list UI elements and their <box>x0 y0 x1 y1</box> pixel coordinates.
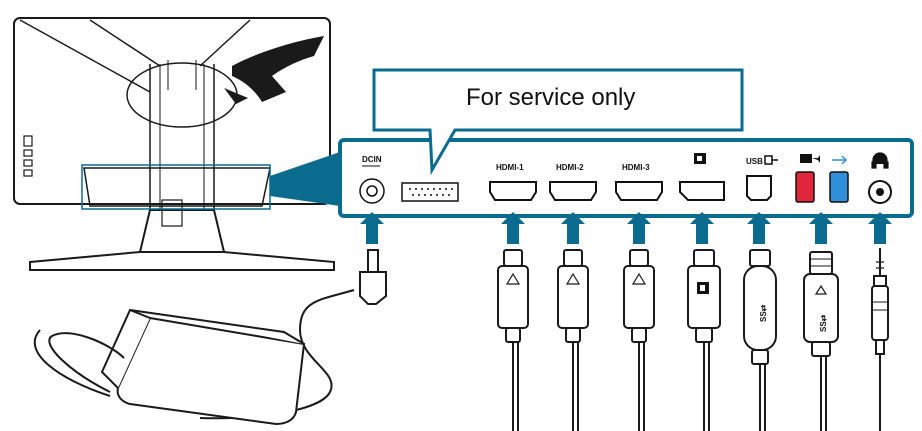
headphone-port <box>868 180 892 204</box>
usb-a-port-blue <box>829 171 849 203</box>
service-port <box>401 182 459 202</box>
power-adapter <box>33 249 387 426</box>
zoom-connector <box>270 152 340 206</box>
usb-b-cable <box>743 249 777 431</box>
service-callout <box>372 68 744 176</box>
hdmi3-port <box>615 181 663 201</box>
usb-a-port-red <box>795 171 815 203</box>
usb-charge-icon <box>800 154 820 163</box>
dcin-label: DCIN <box>362 155 382 164</box>
usb-a-cable <box>803 251 839 431</box>
usb-b-upstream-icon <box>764 155 778 165</box>
hdmi2-port <box>549 181 597 201</box>
hdmi2-cable <box>557 249 589 431</box>
service-callout-text: For service only <box>466 84 635 111</box>
dcin-port <box>359 178 385 204</box>
usb-a-cable-logo: SS⇄ <box>819 314 828 332</box>
hdmi3-cable <box>623 249 655 431</box>
usb-b-port <box>746 175 772 201</box>
port-panel <box>338 138 914 218</box>
rog-logo <box>224 36 324 104</box>
displayport-cable <box>687 249 721 431</box>
ss-small-icon <box>832 155 848 165</box>
hdmi1-cable <box>497 249 529 431</box>
hdmi2-label: HDMI-2 <box>556 163 584 172</box>
hdmi1-label: HDMI-1 <box>496 163 524 172</box>
connection-arrows <box>360 212 892 244</box>
hdmi1-port <box>489 181 537 201</box>
hdmi3-label: HDMI-3 <box>622 163 650 172</box>
displayport-port <box>679 181 725 201</box>
displayport-icon <box>694 153 706 164</box>
usb-upstream-label: USB <box>746 157 763 166</box>
headphone-icon <box>871 152 889 169</box>
headphone-cable <box>871 248 889 431</box>
usb-b-cable-logo: SS⇄ <box>759 304 768 322</box>
